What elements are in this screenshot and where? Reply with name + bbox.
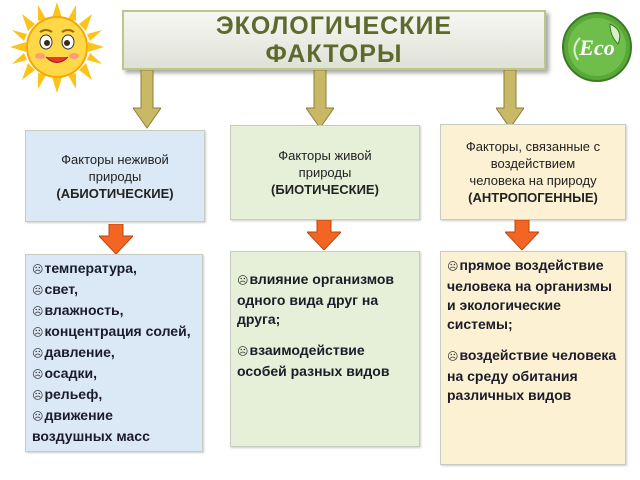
abiotic-header-line-3: (АБИОТИЧЕСКИЕ) bbox=[56, 185, 174, 201]
eco-logo-icon: Eco bbox=[562, 12, 632, 82]
abiotic-header-line-1: Факторы неживой bbox=[61, 151, 169, 167]
title-line-1: ЭКОЛОГИЧЕСКИЕ bbox=[215, 12, 453, 40]
sad-face-icon: ☹ bbox=[32, 390, 44, 402]
abiotic-list: ☹температура, ☹свет, ☹влажность, ☹концен… bbox=[25, 254, 203, 452]
list-item: ☹давление, bbox=[32, 343, 196, 364]
biotic-header-line-1: Факторы живой bbox=[278, 148, 372, 163]
title-line-2: ФАКТОРЫ bbox=[265, 40, 403, 68]
sad-face-icon: ☹ bbox=[237, 346, 249, 358]
list-item: ☹воздействие человека на среду обитания … bbox=[447, 347, 617, 403]
sad-face-icon: ☹ bbox=[32, 411, 44, 423]
list-item: ☹взаимодействие особей разных видов bbox=[237, 342, 390, 379]
biotic-header-line-2: природы bbox=[298, 165, 352, 180]
anthropogenic-header-line-3: человека на природу bbox=[469, 173, 597, 188]
orange-arrow-biotic-icon bbox=[307, 220, 341, 250]
list-item: ☹рельеф, bbox=[32, 385, 196, 406]
eco-logo-text: Eco bbox=[578, 35, 614, 60]
title-box: ЭКОЛОГИЧЕСКИЕ ФАКТОРЫ bbox=[122, 10, 546, 70]
sad-face-icon: ☹ bbox=[447, 351, 459, 363]
arrow-to-abiotic-icon bbox=[133, 70, 161, 129]
list-item: ☹влияние организмов одного вида друг на … bbox=[237, 271, 395, 327]
sad-face-icon: ☹ bbox=[32, 327, 44, 339]
arrow-to-anthropogenic-icon bbox=[496, 70, 524, 129]
list-item: ☹свет, bbox=[32, 280, 196, 301]
anthropogenic-list: ☹прямое воздействие человека на организм… bbox=[440, 251, 626, 465]
anthropogenic-header: Факторы, связанные с воздействием челове… bbox=[440, 124, 626, 220]
sad-face-icon: ☹ bbox=[32, 285, 44, 297]
orange-arrow-anthropogenic-icon bbox=[505, 220, 539, 250]
sad-face-icon: ☹ bbox=[32, 264, 44, 276]
biotic-list: ☹влияние организмов одного вида друг на … bbox=[230, 251, 420, 447]
biotic-header: Факторы живой природы (БИОТИЧЕСКИЕ) bbox=[230, 125, 420, 220]
sad-face-icon: ☹ bbox=[237, 275, 249, 287]
list-item: ☹прямое воздействие человека на организм… bbox=[447, 257, 612, 332]
abiotic-header: Факторы неживой природы (АБИОТИЧЕСКИЕ) bbox=[25, 130, 205, 222]
anthropogenic-header-line-4: (АНТРОПОГЕННЫЕ) bbox=[468, 190, 598, 205]
sad-face-icon: ☹ bbox=[32, 306, 44, 318]
sad-face-icon: ☹ bbox=[447, 261, 459, 273]
anthropogenic-header-line-2: воздействием bbox=[490, 156, 576, 171]
sad-face-icon: ☹ bbox=[32, 369, 44, 381]
anthropogenic-header-line-1: Факторы, связанные с bbox=[465, 139, 601, 154]
list-item: ☹температура, bbox=[32, 259, 196, 280]
list-item: ☹влажность, bbox=[32, 301, 196, 322]
orange-arrow-abiotic-icon bbox=[99, 224, 133, 254]
list-item: ☹концентрация солей, bbox=[32, 322, 196, 343]
smiling-sun-icon bbox=[10, 2, 104, 93]
arrow-to-biotic-icon bbox=[306, 70, 334, 129]
biotic-header-line-3: (БИОТИЧЕСКИЕ) bbox=[271, 182, 379, 197]
sad-face-icon: ☹ bbox=[32, 348, 44, 360]
abiotic-header-line-2: природы bbox=[88, 168, 142, 184]
list-item: ☹движение воздушных масс bbox=[32, 407, 150, 444]
list-item: ☹осадки, bbox=[32, 364, 196, 385]
